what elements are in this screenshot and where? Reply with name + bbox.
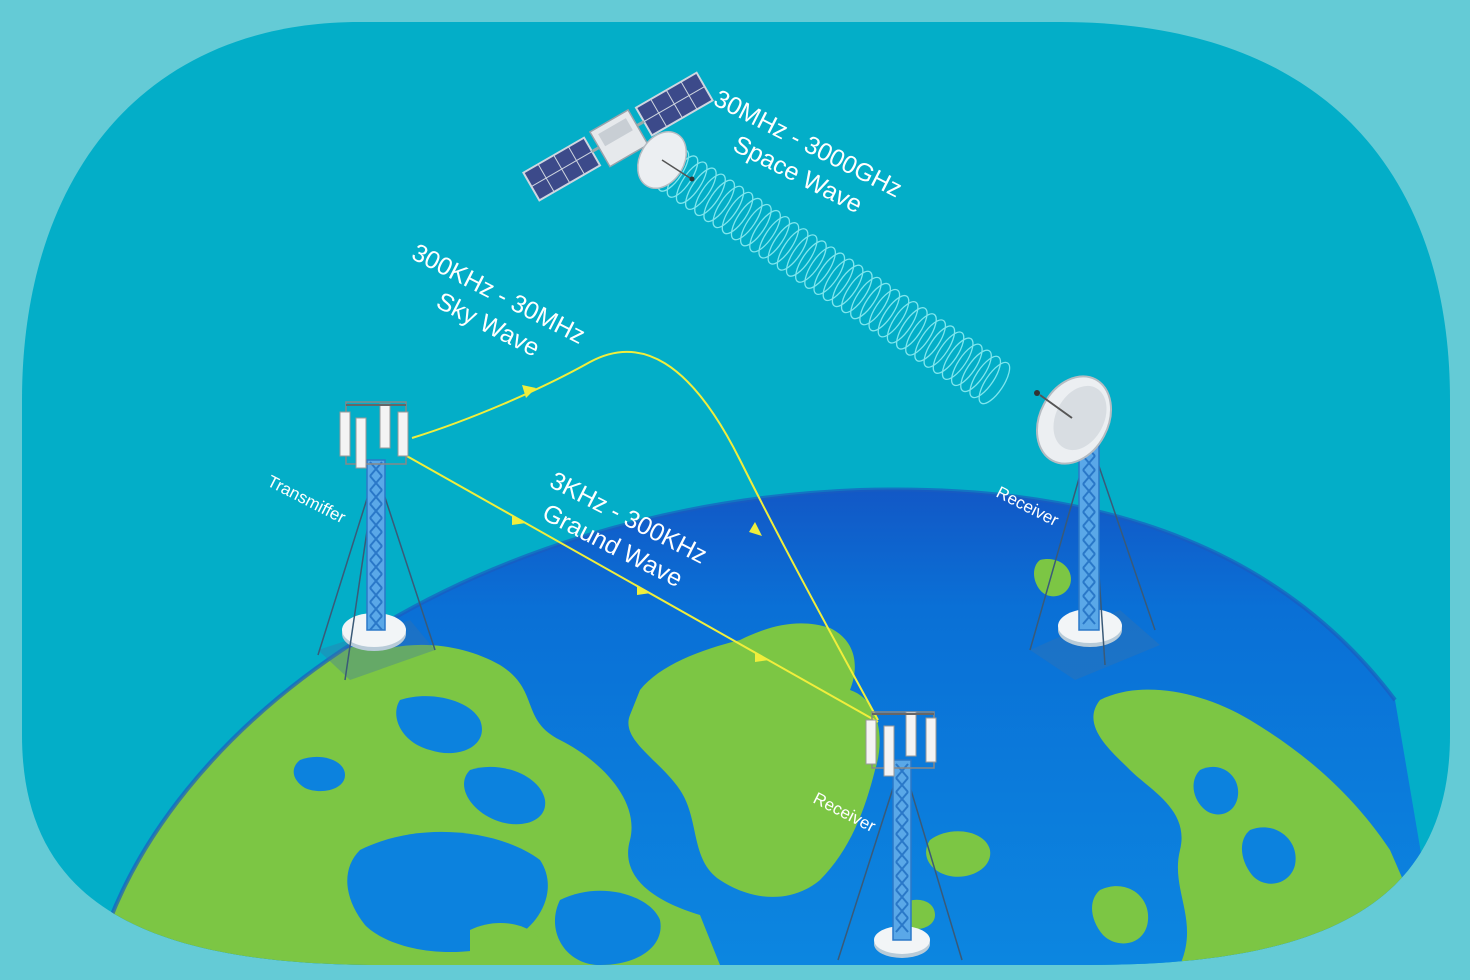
radio-wave-propagation-diagram: 30MHz - 3000GHz Space Wave 300KHz - 30MH… [0,0,1470,980]
